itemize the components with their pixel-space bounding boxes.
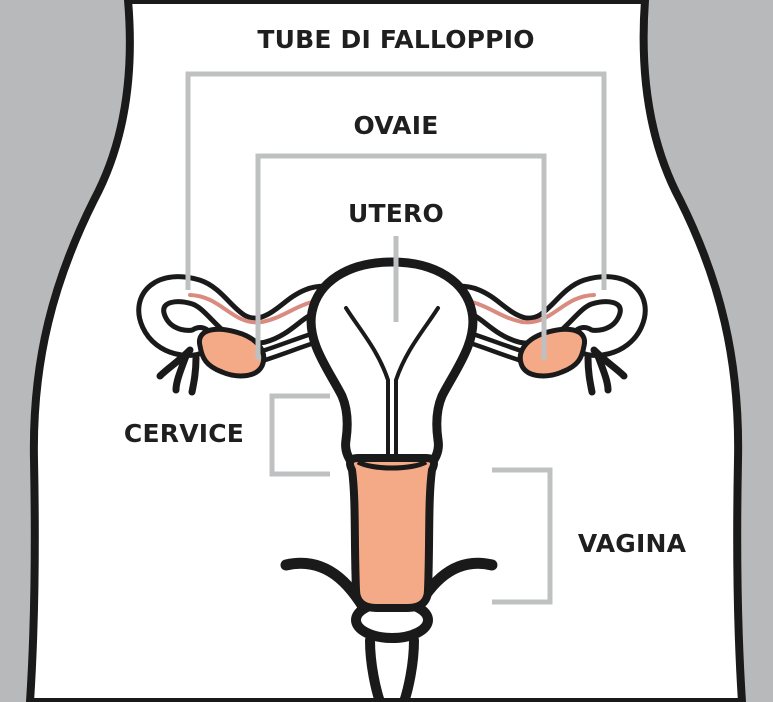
label-vagina: VAGINA — [578, 529, 687, 558]
label-ovaries: OVAIE — [354, 111, 439, 140]
label-uterus: UTERO — [348, 199, 444, 228]
vagina — [350, 458, 434, 608]
label-cervix: CERVICE — [124, 419, 244, 448]
label-fallopian-tubes: TUBE DI FALLOPPIO — [257, 25, 534, 54]
